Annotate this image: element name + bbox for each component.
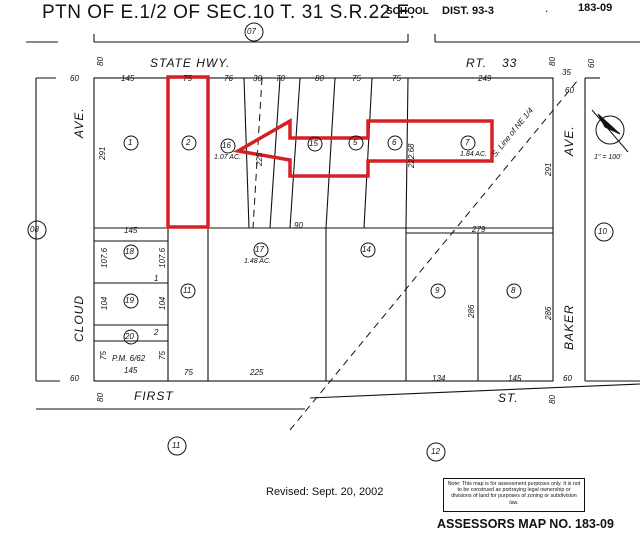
dim-top-75: 75 bbox=[183, 74, 192, 83]
dim-v-286-b: 286 bbox=[544, 306, 553, 320]
dim-top-145: 145 bbox=[121, 74, 135, 83]
dim-top-30: 30 bbox=[253, 74, 262, 83]
street-state-hwy: STATE HWY. bbox=[150, 56, 231, 70]
dim-top-249: 249 bbox=[478, 74, 492, 83]
scale-label: 1" = 100' bbox=[594, 154, 622, 161]
dim-v-1076-a: 107.6 bbox=[100, 247, 109, 268]
dim-mid-279: 279 bbox=[472, 225, 486, 234]
dim-top-76: 76 bbox=[224, 74, 233, 83]
dim-top-60: 60 bbox=[70, 74, 79, 83]
parcel-1[interactable]: 1 bbox=[128, 138, 133, 147]
adjacent-page-12: 12 bbox=[431, 447, 440, 456]
page-12-circle bbox=[426, 442, 446, 462]
parcel-15[interactable]: 15 bbox=[309, 139, 318, 148]
parcel-2[interactable]: 2 bbox=[186, 138, 191, 147]
adjacent-page-08: 08 bbox=[30, 225, 39, 234]
revised-date: Revised: Sept. 20, 2002 bbox=[266, 486, 384, 498]
red-pointer-arrow bbox=[232, 117, 494, 178]
parcel-17[interactable]: 17 bbox=[255, 245, 264, 254]
dim-top-70: 70 bbox=[276, 74, 285, 83]
dim-lot-2: 2 bbox=[154, 328, 159, 337]
dim-bot-225: 225 bbox=[250, 368, 264, 377]
parcel-20[interactable]: 20 bbox=[125, 332, 134, 341]
dim-v-225: 225 bbox=[255, 152, 264, 166]
dim-v-22268: 222.68 bbox=[407, 143, 416, 168]
adjacent-page-11: 11 bbox=[172, 441, 181, 450]
street-cloud-ave: AVE. bbox=[72, 107, 86, 138]
section-line bbox=[289, 79, 579, 431]
dim-v-75-b: 75 bbox=[158, 351, 167, 360]
assessors-map-number: ASSESSORS MAP NO. 183-09 bbox=[437, 517, 614, 531]
adjacent-page-10: 10 bbox=[598, 227, 607, 236]
parcel-14[interactable]: 14 bbox=[362, 245, 371, 254]
parcel-11[interactable]: 11 bbox=[183, 286, 192, 295]
dim-v-104-a: 104 bbox=[100, 296, 109, 310]
street-cloud: CLOUD bbox=[72, 294, 86, 342]
street-baker: BAKER bbox=[562, 304, 576, 350]
dim-top-75b: 75 bbox=[352, 74, 361, 83]
street-baker-ave: AVE. bbox=[562, 125, 576, 156]
parcel-map-label: P.M. 6/62 bbox=[112, 354, 146, 363]
street-first: FIRST bbox=[134, 389, 174, 403]
dim-bot-134: 134 bbox=[432, 374, 446, 383]
parcel-7[interactable]: 7 bbox=[465, 138, 470, 147]
acreage-17: 1.48 AC. bbox=[244, 258, 271, 265]
dim-v-291-left: 291 bbox=[98, 146, 107, 160]
acreage-16: 1.07 AC. bbox=[214, 154, 241, 161]
dim-v-75-a: 75 bbox=[99, 351, 108, 360]
dim-35: 35 bbox=[562, 68, 571, 77]
assessment-note: Note: This map is for assessment purpose… bbox=[443, 478, 585, 512]
adjacent-page-07: 07 bbox=[247, 27, 256, 36]
page-07-circle bbox=[244, 22, 264, 42]
dim-v-104-b: 104 bbox=[158, 296, 167, 310]
dim-80-a: 80 bbox=[96, 57, 105, 66]
dim-top-75c: 75 bbox=[392, 74, 401, 83]
school-label: SCHOOL bbox=[386, 6, 429, 17]
acreage-7: 1.84 AC. bbox=[460, 151, 487, 158]
page-10-circle bbox=[594, 222, 614, 242]
dim-bot-60: 60 bbox=[70, 374, 79, 383]
dim-v-1076-b: 107.6 bbox=[158, 247, 167, 268]
street-st: ST. bbox=[498, 391, 519, 405]
dim-bot-75: 75 bbox=[184, 368, 193, 377]
district-label: DIST. 93-3 bbox=[442, 5, 494, 17]
dim-60-c: 60 bbox=[587, 59, 596, 68]
dim-80-c: 80 bbox=[96, 393, 105, 402]
page-ref: 183-09 bbox=[578, 2, 613, 14]
dim-top-60b: 60 bbox=[565, 86, 574, 95]
dim-lot-1: 1 bbox=[154, 274, 159, 283]
street-rt-num: 33 bbox=[502, 56, 518, 70]
page-11-circle bbox=[167, 436, 187, 456]
parcel-19[interactable]: 19 bbox=[125, 296, 134, 305]
dim-v-286-a: 286 bbox=[467, 304, 476, 318]
block-outline bbox=[93, 77, 554, 382]
highlighted-parcel-2 bbox=[166, 75, 210, 229]
parcel-18[interactable]: 18 bbox=[125, 247, 134, 256]
parcel-6[interactable]: 6 bbox=[392, 138, 397, 147]
dim-top-80: 80 bbox=[315, 74, 324, 83]
header-dot: . bbox=[545, 1, 549, 15]
page-08-circle bbox=[27, 220, 47, 240]
dim-bot-145: 145 bbox=[124, 366, 138, 375]
dim-80-d: 80 bbox=[548, 395, 557, 404]
map-title: PTN OF E.1/2 OF SEC.10 T. 31 S.R.22 E. bbox=[42, 2, 416, 23]
dim-mid-90: 90 bbox=[294, 221, 303, 230]
dim-mid-145: 145 bbox=[124, 226, 138, 235]
north-arrow-icon bbox=[591, 109, 629, 153]
dim-80-b: 80 bbox=[548, 57, 557, 66]
parcel-16[interactable]: 16 bbox=[222, 141, 231, 150]
parcel-8[interactable]: 8 bbox=[511, 286, 516, 295]
dim-bot-145b: 145 bbox=[508, 374, 522, 383]
parcel-9[interactable]: 9 bbox=[435, 286, 440, 295]
street-rt: RT. bbox=[466, 56, 488, 70]
parcel-5[interactable]: 5 bbox=[353, 138, 358, 147]
dim-v-291-right: 291 bbox=[544, 162, 553, 176]
dim-bot-60b: 60 bbox=[563, 374, 572, 383]
